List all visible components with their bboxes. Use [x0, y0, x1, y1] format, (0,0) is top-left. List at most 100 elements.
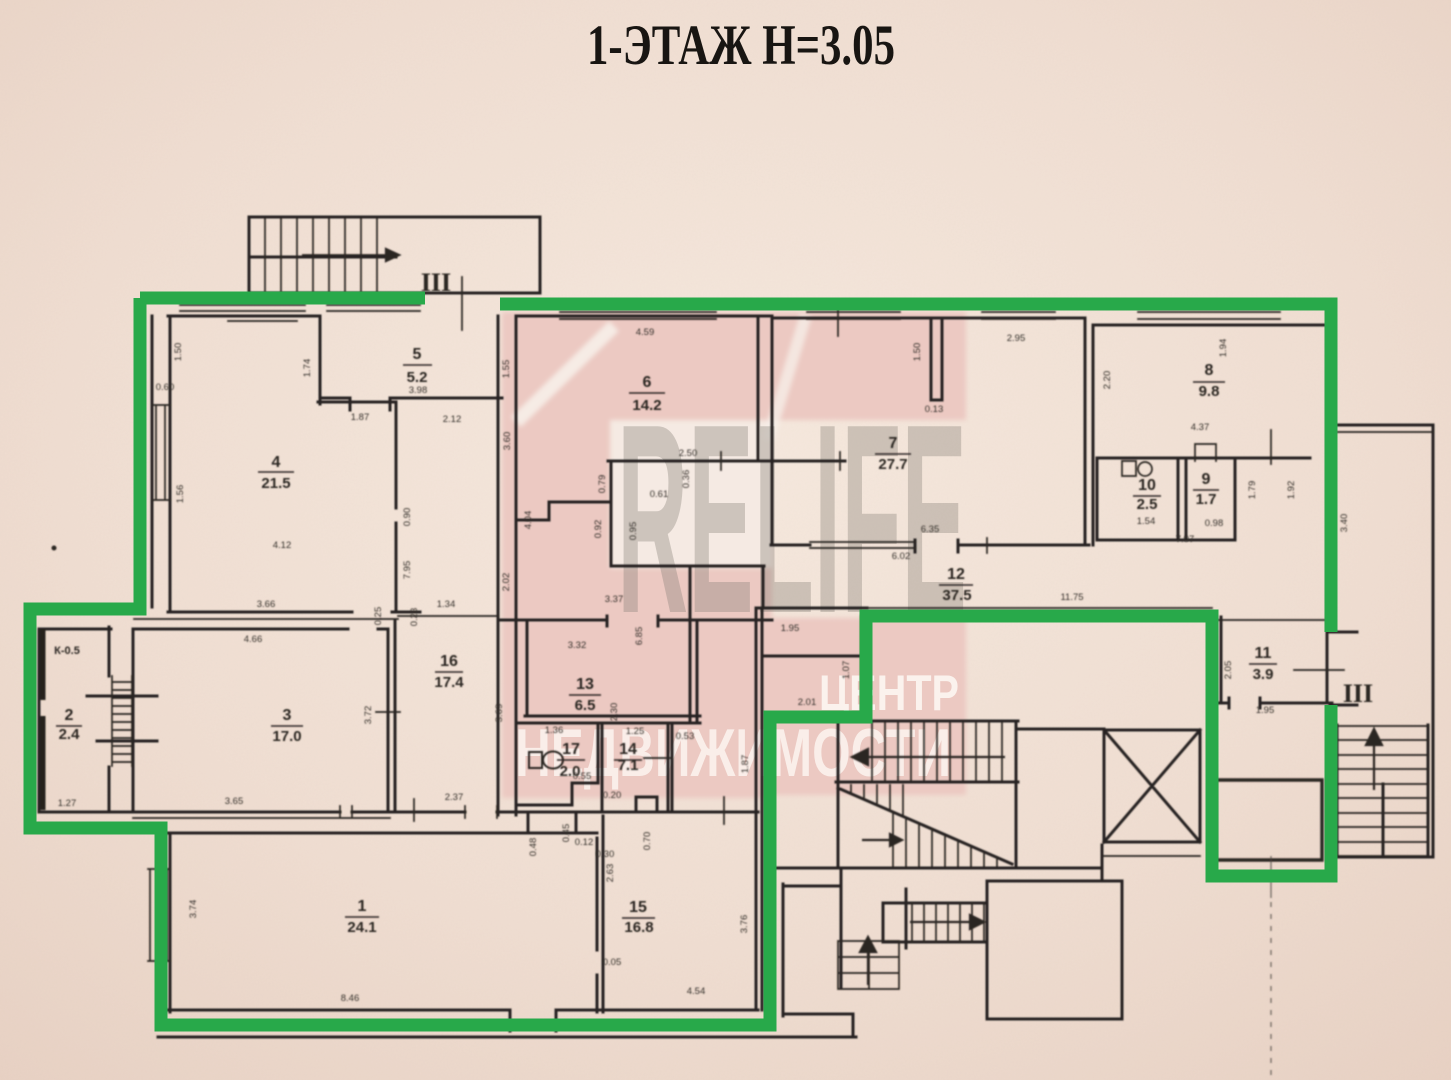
svg-text:2.01: 2.01	[798, 697, 817, 708]
svg-text:1.50: 1.50	[173, 343, 184, 362]
svg-text:16: 16	[440, 653, 458, 670]
svg-text:1.56: 1.56	[175, 485, 186, 504]
svg-text:3.69: 3.69	[494, 704, 505, 723]
svg-text:3.65: 3.65	[225, 796, 244, 807]
svg-text:III: III	[421, 268, 451, 297]
svg-text:0.20: 0.20	[603, 790, 622, 801]
svg-text:6: 6	[643, 374, 652, 391]
svg-text:6.5: 6.5	[575, 697, 596, 714]
svg-text:0.95: 0.95	[628, 522, 639, 541]
svg-text:0.53: 0.53	[676, 731, 695, 742]
svg-text:14.2: 14.2	[632, 397, 661, 414]
svg-text:2.5: 2.5	[1137, 496, 1158, 513]
svg-text:37.5: 37.5	[942, 587, 971, 604]
svg-text:3: 3	[283, 707, 292, 724]
svg-text:1: 1	[358, 898, 367, 915]
svg-text:К-0.5: К-0.5	[54, 645, 80, 657]
svg-text:6.85: 6.85	[634, 627, 645, 646]
svg-text:2.95: 2.95	[1007, 333, 1026, 344]
svg-text:1.74: 1.74	[302, 359, 313, 378]
svg-text:4.04: 4.04	[523, 511, 534, 530]
svg-text:7.1: 7.1	[618, 757, 639, 774]
svg-text:9: 9	[1202, 471, 1211, 488]
svg-text:3.98: 3.98	[409, 385, 428, 396]
svg-text:0.05: 0.05	[603, 957, 622, 968]
svg-text:6.02: 6.02	[892, 551, 911, 562]
svg-text:1.87: 1.87	[351, 412, 370, 423]
svg-text:4: 4	[272, 454, 281, 471]
svg-text:2.0: 2.0	[560, 763, 581, 780]
svg-text:5: 5	[413, 346, 422, 363]
svg-text:1.54: 1.54	[1137, 516, 1156, 527]
svg-text:0.23: 0.23	[409, 608, 420, 627]
svg-text:11: 11	[1255, 645, 1272, 662]
svg-text:0.13: 0.13	[925, 404, 944, 415]
svg-text:0.60: 0.60	[156, 382, 175, 393]
svg-text:2.50: 2.50	[679, 448, 698, 459]
svg-text:0.79: 0.79	[597, 475, 608, 494]
svg-text:4.59: 4.59	[636, 327, 655, 338]
svg-text:1.50: 1.50	[912, 343, 923, 362]
svg-text:3.40: 3.40	[1339, 514, 1350, 533]
svg-text:1.95: 1.95	[1256, 705, 1275, 716]
svg-text:16.8: 16.8	[624, 919, 653, 936]
svg-text:15: 15	[629, 899, 647, 916]
svg-text:8.46: 8.46	[341, 993, 360, 1004]
svg-text:11.75: 11.75	[1060, 592, 1083, 603]
svg-text:3.74: 3.74	[188, 900, 199, 919]
svg-text:17.0: 17.0	[272, 728, 301, 745]
svg-text:0.36: 0.36	[681, 470, 692, 489]
svg-text:2.20: 2.20	[1102, 371, 1113, 390]
svg-text:0.48: 0.48	[528, 838, 539, 857]
svg-text:6.35: 6.35	[921, 524, 940, 535]
svg-text:3.76: 3.76	[739, 915, 750, 934]
svg-text:2.4: 2.4	[59, 726, 81, 743]
svg-text:0.25: 0.25	[373, 607, 384, 626]
svg-text:2.37: 2.37	[445, 792, 464, 803]
svg-text:0.12: 0.12	[575, 837, 594, 848]
svg-text:1.87: 1.87	[740, 755, 751, 774]
svg-text:0.30: 0.30	[596, 849, 615, 860]
svg-text:2.63: 2.63	[605, 864, 616, 883]
svg-text:2.02: 2.02	[501, 573, 512, 592]
svg-text:17.4: 17.4	[434, 674, 464, 691]
svg-text:1.34: 1.34	[437, 599, 456, 610]
svg-text:4.12: 4.12	[273, 540, 292, 551]
svg-text:5.2: 5.2	[407, 369, 428, 386]
svg-text:1.36: 1.36	[545, 725, 564, 736]
svg-text:0.70: 0.70	[642, 832, 653, 851]
svg-text:4.66: 4.66	[244, 634, 263, 645]
svg-text:14: 14	[619, 741, 637, 758]
svg-text:24.1: 24.1	[347, 919, 376, 936]
svg-text:0.55: 0.55	[573, 771, 592, 782]
svg-text:III: III	[1343, 679, 1373, 708]
svg-text:1.27: 1.27	[58, 798, 77, 809]
svg-text:8: 8	[1205, 362, 1214, 379]
svg-text:1.95: 1.95	[781, 623, 800, 634]
svg-text:21.5: 21.5	[261, 475, 290, 492]
svg-text:0.90: 0.90	[402, 508, 413, 527]
svg-text:1.94: 1.94	[1218, 339, 1229, 358]
svg-text:10: 10	[1138, 477, 1156, 494]
svg-text:7.07: 7.07	[1176, 534, 1195, 545]
svg-text:13: 13	[576, 676, 594, 693]
svg-text:3.32: 3.32	[568, 640, 587, 651]
svg-text:2.05: 2.05	[1223, 661, 1234, 680]
svg-text:7.95: 7.95	[402, 561, 413, 580]
svg-text:2.30: 2.30	[609, 703, 620, 722]
svg-text:12: 12	[947, 566, 965, 583]
svg-text:0.92: 0.92	[593, 520, 604, 539]
svg-text:7: 7	[889, 435, 898, 452]
svg-text:1.7: 1.7	[1196, 491, 1217, 508]
svg-text:1.55: 1.55	[501, 360, 512, 379]
svg-text:0.45: 0.45	[561, 824, 572, 843]
svg-text:1.07: 1.07	[841, 661, 852, 680]
svg-text:27.7: 27.7	[878, 456, 907, 473]
svg-text:0.98: 0.98	[1205, 518, 1224, 529]
svg-text:3.9: 3.9	[1253, 666, 1274, 683]
svg-text:1.25: 1.25	[626, 726, 645, 737]
svg-text:НЕДВИЖИМОСТИ: НЕДВИЖИМОСТИ	[515, 715, 951, 791]
svg-text:1.92: 1.92	[1286, 481, 1297, 500]
svg-text:0.61: 0.61	[650, 489, 669, 500]
svg-text:4.54: 4.54	[687, 986, 706, 997]
